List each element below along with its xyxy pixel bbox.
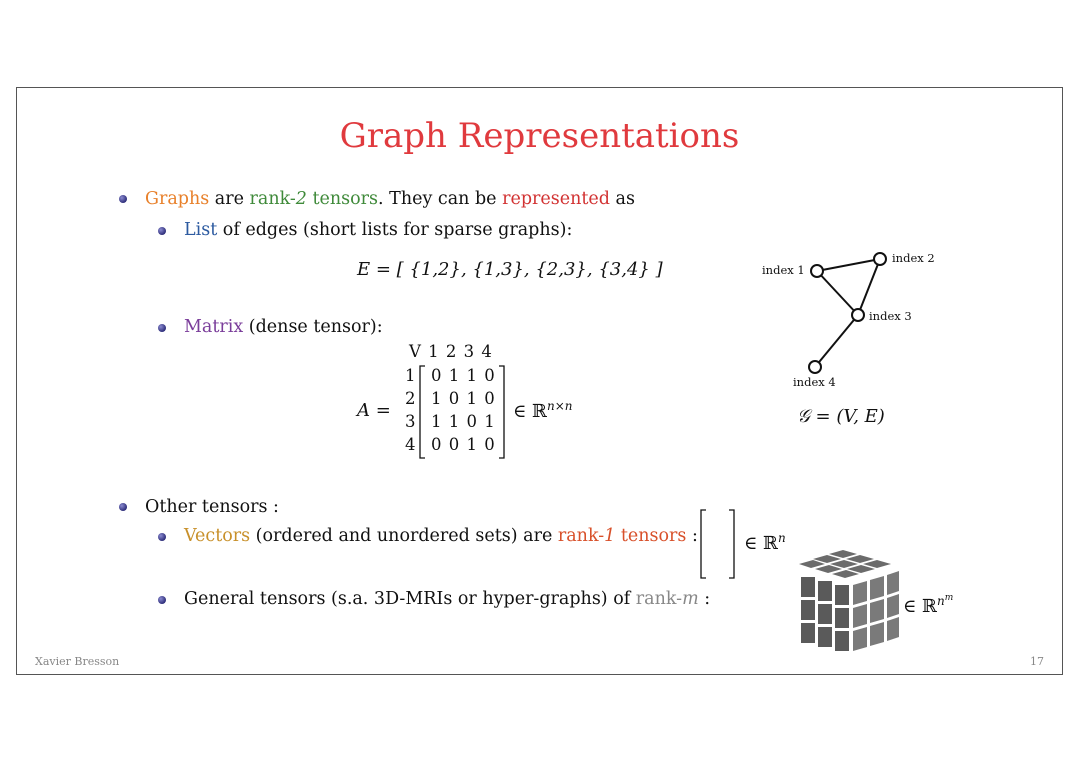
term-graphs: Graphs (145, 189, 210, 209)
node-label: index 2 (892, 251, 935, 265)
bullet-icon (158, 596, 166, 604)
edge-list-equation: E = [ {1,2}, {1,3}, {2,3}, {3,4} ] (357, 259, 663, 280)
graph-node (810, 264, 824, 278)
matrix-membership: ∈ ℝn×n (513, 399, 573, 422)
matrix-row: 1 1 0 1 (431, 412, 496, 431)
matrix-row-label: 4 (405, 435, 417, 454)
matrix-item: Matrix (dense tensor): (184, 317, 383, 337)
tensor-cube-icon (799, 550, 899, 651)
graph-node (851, 308, 865, 322)
node-label: index 3 (869, 309, 912, 323)
term-matrix: Matrix (184, 317, 244, 337)
vectors-item: Vectors (ordered and unordered sets) are… (184, 526, 698, 546)
node-label: index 1 (762, 263, 805, 277)
graph-caption: 𝒢 = (V, E) (797, 406, 885, 427)
vector-brackets (700, 509, 735, 579)
matrix-row: 0 0 1 0 (431, 435, 496, 454)
list-of-edges-item: List of edges (short lists for sparse gr… (184, 220, 573, 240)
matrix-header: V 1 2 3 4 (409, 342, 493, 361)
page-number: 17 (1030, 655, 1044, 668)
term-rank-m: rank-m (635, 589, 699, 609)
term-rank2: rank-2 tensors (249, 189, 379, 209)
term-represented: represented (502, 189, 610, 209)
term-rank1: rank-1 tensors (557, 526, 687, 546)
graph-diagram (808, 252, 887, 374)
matrix-row-label: 1 (405, 366, 417, 385)
matrix-row: 0 1 1 0 (431, 366, 496, 385)
matrix-row-label: 3 (405, 412, 417, 431)
graph-node (873, 252, 887, 266)
term-vectors: Vectors (184, 526, 251, 546)
cube-membership: ∈ ℝnm (903, 593, 954, 617)
vector-membership: ∈ ℝn (744, 531, 786, 554)
footer-author: Xavier Bresson (35, 655, 120, 668)
bullet-icon (158, 324, 166, 332)
term-list: List (184, 220, 218, 240)
bullet-graphs-rank2: Graphs are rank-2 tensors. They can be r… (145, 189, 635, 209)
matrix-row-label: 2 (405, 389, 417, 408)
matrix-brackets (419, 365, 505, 459)
other-tensors-item: Other tensors : (145, 497, 279, 517)
bullet-icon (158, 533, 166, 541)
node-label: index 4 (793, 375, 836, 389)
slide: Graph Representations Graphs are rank-2 … (16, 87, 1063, 675)
matrix-row: 1 0 1 0 (431, 389, 496, 408)
bullet-icon (119, 503, 127, 511)
slide-title: Graph Representations (339, 116, 740, 156)
graph-node (808, 360, 822, 374)
bullet-icon (158, 227, 166, 235)
bullet-icon (119, 195, 127, 203)
general-tensors-item: General tensors (s.a. 3D-MRIs or hyper-g… (184, 589, 711, 609)
matrix-lhs: A = (357, 400, 391, 421)
